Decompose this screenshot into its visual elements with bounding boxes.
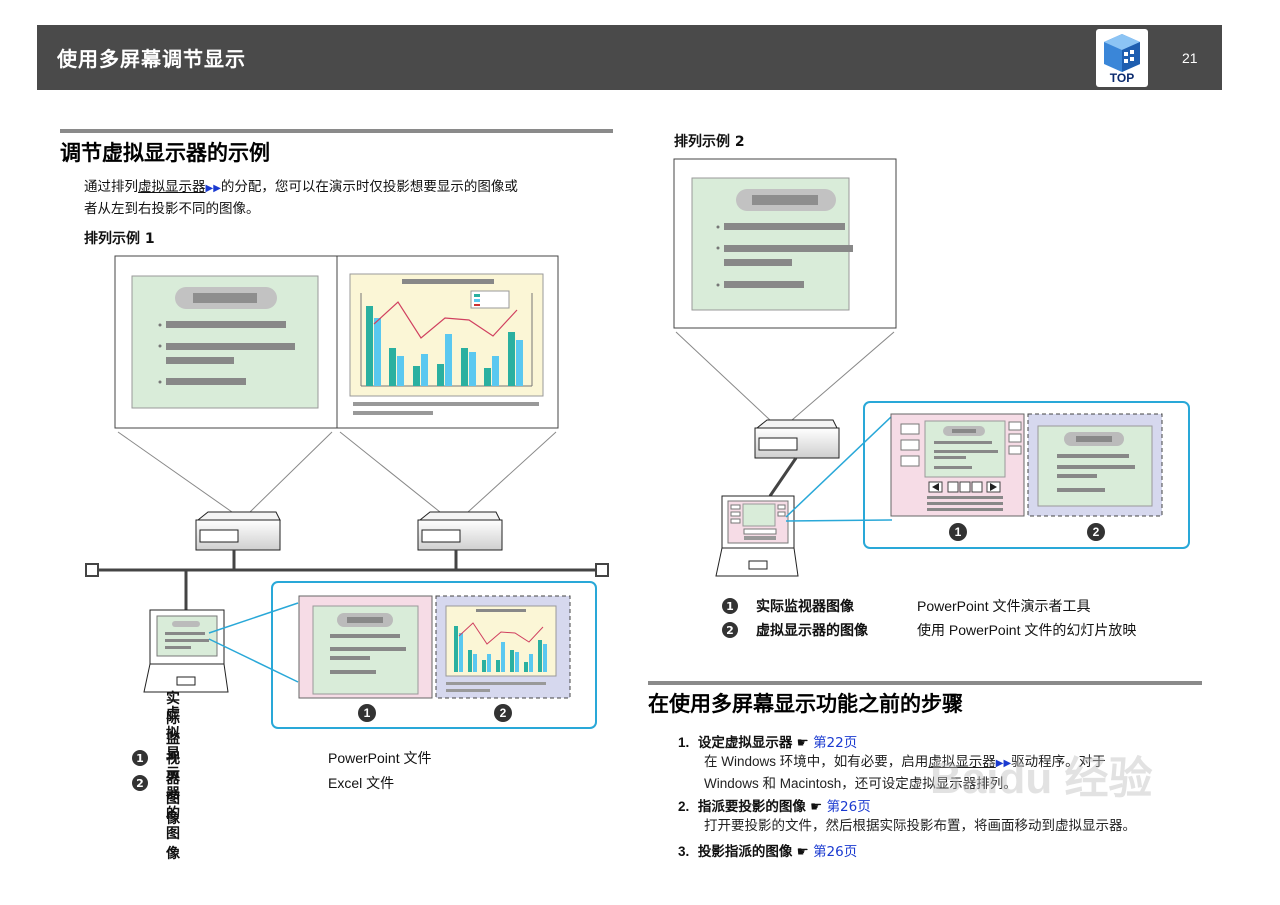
step-1: 1. 设定虚拟显示器 ☛ 第22页 (678, 731, 857, 751)
watermark: Baidu 经验 (930, 742, 1152, 806)
callout-frame-2 (785, 401, 1190, 549)
step-1-virtual-display-link[interactable]: 虚拟显示器 (928, 754, 996, 769)
chart-slide-1 (349, 273, 544, 415)
step-3-page-link[interactable]: 第26页 (813, 844, 858, 860)
legend-term: 虚拟显示器的图像 (166, 706, 180, 862)
legend-number: 2 (132, 775, 148, 791)
section-rule-right (648, 681, 1202, 685)
glossary-arrow-icon: ▶▶ (995, 758, 1012, 769)
hand-pointer-icon: ☛ (796, 735, 809, 751)
section-heading-steps: 在使用多屏幕显示功能之前的步骤 (648, 692, 963, 716)
step-number: 2. (678, 799, 690, 814)
glossary-arrow-icon: ▶▶ (205, 183, 221, 194)
hand-pointer-icon: ☛ (796, 844, 809, 860)
legend-term: 实际监视器图像 (166, 691, 180, 827)
legend-desc: PowerPoint 文件 (328, 750, 432, 766)
marker-1-right: 1 (949, 523, 967, 541)
marker-1-left-text: 1 (364, 706, 371, 720)
legend-desc: PowerPoint 文件演示者工具 (917, 598, 1091, 614)
laptop-1 (143, 609, 229, 693)
intro-paragraph: 通过排列虚拟显示器▶▶的分配，您可以在演示时仅投影想要显示的图像或 者从左到右投… (84, 177, 619, 219)
step-title: 指派要投影的图像 (697, 799, 806, 815)
step-1-page-link[interactable]: 第22页 (813, 735, 858, 751)
step-1-body: 在 Windows 环境中，如有必要，启用虚拟显示器▶▶驱动程序。对于 Wind… (704, 752, 1204, 794)
example-1-title: 排列示例 1 (84, 231, 155, 247)
step-3: 3. 投影指派的图像 ☛ 第26页 (678, 840, 857, 860)
step-1-body-prefix: 在 Windows 环境中，如有必要，启用 (704, 754, 929, 769)
watermark-text: Baidu 经验 (930, 754, 1153, 803)
page-header: 使用多屏幕调节显示 TOP 21 (37, 25, 1222, 90)
marker-2-right-text: 2 (1093, 525, 1100, 539)
marker-2-left: 2 (494, 704, 512, 722)
step-2-body: 打开要投影的文件，然后根据实际投影布置，将画面移动到虚拟显示器。 (704, 816, 1204, 836)
page-title: 使用多屏幕调节显示 (57, 47, 246, 71)
step-2: 2. 指派要投影的图像 ☛ 第26页 (678, 795, 871, 815)
page-number: 21 (1182, 50, 1198, 66)
step-2-page-link[interactable]: 第26页 (826, 799, 871, 815)
network-bus (85, 550, 609, 610)
legend-term: 虚拟显示器的图像 (756, 623, 868, 639)
home-cube-icon (1104, 34, 1140, 72)
legend-term: 实际监视器图像 (756, 599, 854, 615)
legend-number: 2 (722, 622, 738, 638)
legend-right-1: 1 实际监视器图像 PowerPoint 文件演示者工具 (722, 598, 1090, 615)
cable-2 (768, 457, 798, 497)
legend-desc: 使用 PowerPoint 文件的幻灯片放映 (917, 622, 1137, 638)
step-number: 3. (678, 844, 690, 859)
hand-pointer-icon: ☛ (810, 799, 823, 815)
section-heading-examples: 调节虚拟显示器的示例 (60, 141, 270, 165)
projection-lines-2 (675, 331, 895, 421)
legend-desc: Excel 文件 (328, 775, 395, 791)
projector-2 (754, 419, 840, 459)
callout-frame-1 (208, 581, 597, 729)
screen-2 (673, 158, 897, 329)
example-2-title: 排列示例 2 (674, 134, 745, 150)
step-title: 设定虚拟显示器 (697, 735, 793, 751)
top-button[interactable]: TOP (1096, 29, 1148, 87)
legend-number: 1 (722, 598, 738, 614)
marker-2-left-text: 2 (500, 706, 507, 720)
intro-rest: 的分配，您可以在演示时仅投影想要显示的图像或 (220, 179, 518, 195)
projector-1a (195, 511, 281, 551)
legend-left-2: 2 虚拟显示器的图像 Excel 文件 (132, 706, 394, 862)
legend-number: 1 (132, 750, 148, 766)
top-label: TOP (1109, 71, 1135, 85)
intro-line2: 者从左到右投影不同的图像。 (84, 201, 260, 217)
step-number: 1. (678, 735, 690, 750)
laptop-2 (715, 495, 799, 577)
step-1-body-line2: Windows 和 Macintosh，还可设定虚拟显示器排列。 (704, 776, 1017, 791)
step-title: 投影指派的图像 (697, 844, 793, 860)
step-2-body-line1: 打开要投影的文件，然后根据实际投影布置，将画面移动到虚拟显示器。 (704, 818, 1136, 833)
intro-prefix: 通过排列 (84, 179, 138, 195)
virtual-display-link[interactable]: 虚拟显示器 (138, 179, 206, 195)
marker-1-right-text: 1 (955, 525, 962, 539)
projector-1b (417, 511, 503, 551)
legend-left-1: 1 实际监视器图像 PowerPoint 文件 (132, 691, 431, 827)
legend-right-2: 2 虚拟显示器的图像 使用 PowerPoint 文件的幻灯片放映 (722, 622, 1136, 639)
marker-2-right: 2 (1087, 523, 1105, 541)
section-rule-left (60, 129, 613, 133)
projection-lines-1 (117, 431, 557, 513)
step-1-body-rest: 驱动程序。对于 (1011, 754, 1106, 769)
marker-1-left: 1 (358, 704, 376, 722)
